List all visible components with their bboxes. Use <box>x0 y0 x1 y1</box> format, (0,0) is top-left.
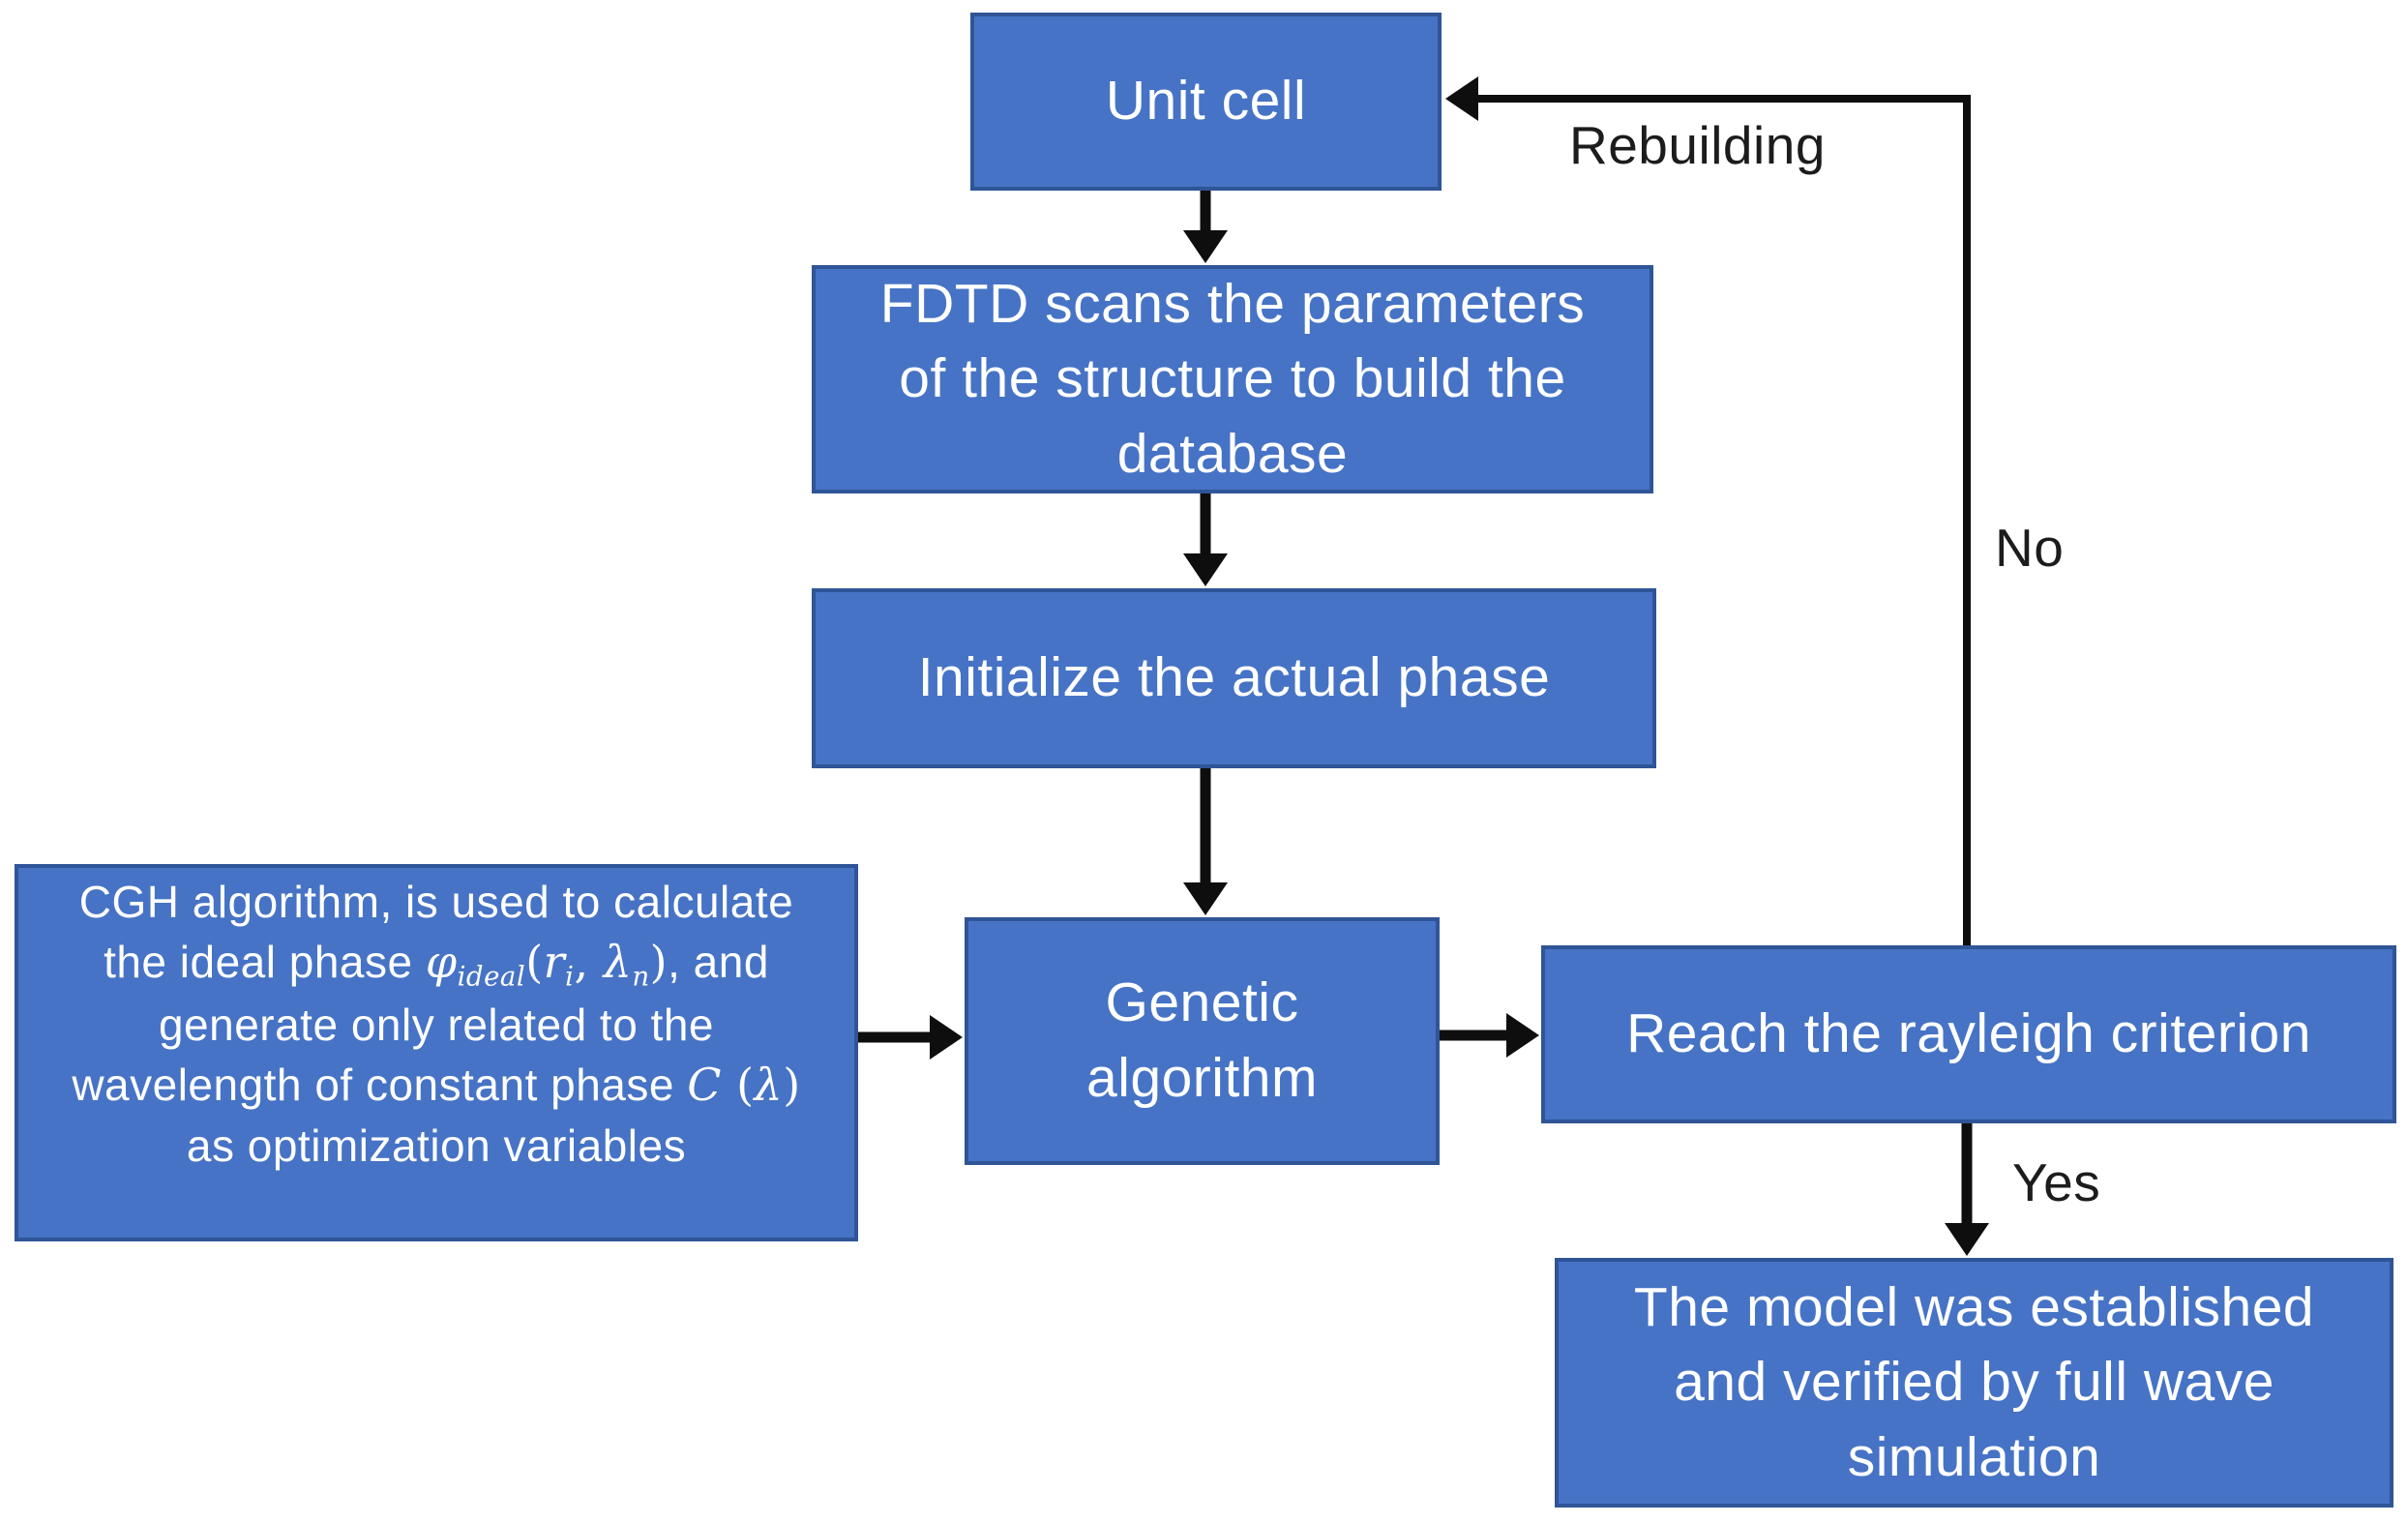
node-initialize-phase: Initialize the actual phase <box>812 588 1656 768</box>
edge-label-rebuilding: Rebuilding <box>1569 115 1826 175</box>
node-fdtd-line3: database <box>1116 422 1349 485</box>
paren-close: ) <box>649 936 669 989</box>
arrowhead-unit-cell-to-fdtd <box>1183 230 1228 263</box>
node-rayleigh-criterion: Reach the rayleigh criterion <box>1541 945 2396 1123</box>
node-fdtd-scan: FDTD scans the parameters of the structu… <box>812 265 1653 493</box>
node-unit-cell-label: Unit cell <box>1105 70 1307 133</box>
node-cgh-line2: the ideal phase φideal(ri, λn), and <box>104 932 769 995</box>
node-cgh-line4: wavelength of constant phase C (λ) <box>72 1055 800 1116</box>
r-symbol: r <box>543 936 566 989</box>
cgh-line2-text: the ideal phase <box>104 937 426 988</box>
c-symbol: C <box>687 1059 722 1112</box>
arrowhead-cgh-to-genetic <box>930 1015 963 1060</box>
node-initialize-label: Initialize the actual phase <box>917 646 1551 709</box>
r-subscript-i: i <box>565 960 575 993</box>
node-model-line1: The model was established <box>1633 1275 2315 1338</box>
node-cgh-line1: CGH algorithm, is used to calculate <box>78 876 794 927</box>
lambda-symbol-2: λ <box>754 1059 784 1112</box>
node-rayleigh-label: Reach the rayleigh criterion <box>1626 1002 2311 1065</box>
arrowhead-fdtd-to-initialize <box>1183 553 1228 586</box>
node-model-verified: The model was established and verified b… <box>1555 1258 2393 1508</box>
arrowhead-rayleigh-to-model <box>1945 1223 1989 1256</box>
node-genetic-line1: Genetic <box>1105 971 1299 1034</box>
paren-open: ( <box>525 936 544 989</box>
node-fdtd-line1: FDTD scans the parameters <box>879 272 1586 335</box>
feedback-line-no-rebuilding <box>1478 95 1971 945</box>
comma-separator: , <box>574 936 604 989</box>
lambda-subscript-n: n <box>632 960 650 993</box>
arrowhead-initialize-to-genetic <box>1183 882 1228 915</box>
phi-subscript-ideal: ideal <box>457 960 526 993</box>
node-genetic-algorithm: Genetic algorithm <box>965 917 1440 1165</box>
node-cgh-line5: as optimization variables <box>186 1120 687 1171</box>
phi-symbol: φ <box>425 936 458 989</box>
cgh-line2-tail: , and <box>668 937 769 988</box>
arrowhead-genetic-to-rayleigh <box>1506 1013 1539 1058</box>
node-model-line2: and verified by full wave <box>1674 1351 2274 1414</box>
cgh-line4-text: wavelength of constant phase <box>72 1060 688 1111</box>
node-cgh-line3: generate only related to the <box>158 999 715 1050</box>
node-unit-cell: Unit cell <box>970 13 1442 191</box>
paren-open-2: ( <box>721 1059 755 1112</box>
node-fdtd-line2: of the structure to build the <box>899 347 1566 410</box>
node-model-line3: simulation <box>1847 1425 2101 1488</box>
edge-label-no: No <box>1995 518 2065 578</box>
edge-label-yes: Yes <box>2012 1152 2101 1212</box>
node-genetic-line2: algorithm <box>1086 1047 1318 1109</box>
paren-close-2: ) <box>783 1059 801 1112</box>
lambda-symbol: λ <box>603 936 633 989</box>
arrowhead-rebuilding-to-unit-cell <box>1445 76 1478 121</box>
node-cgh-algorithm: CGH algorithm, is used to calculate the … <box>15 864 858 1241</box>
